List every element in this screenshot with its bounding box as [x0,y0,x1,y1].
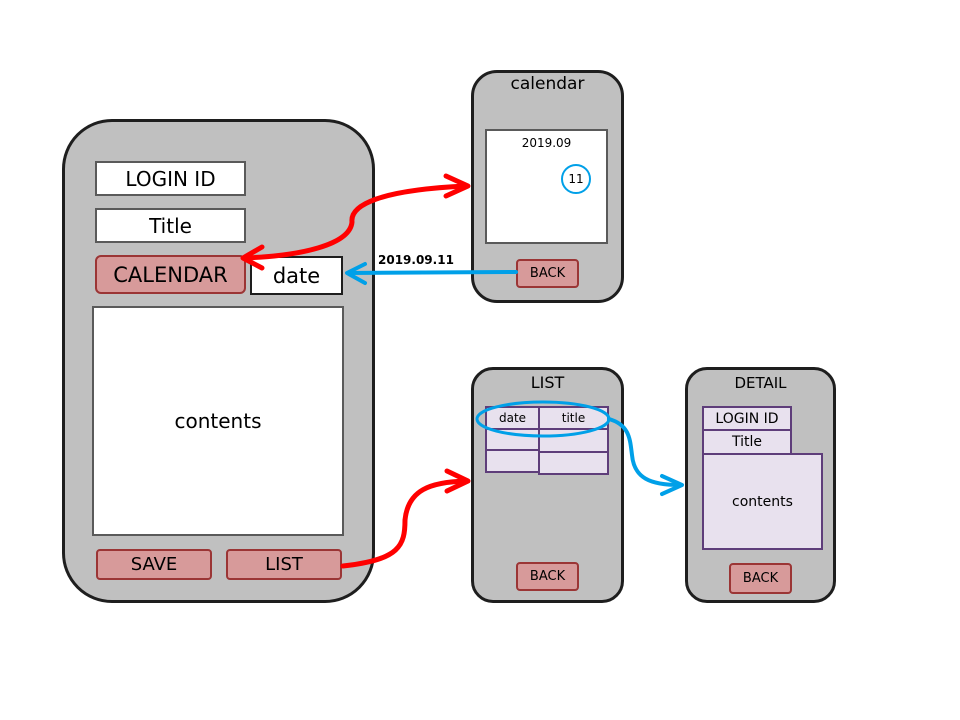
calendar-day-11[interactable]: 11 [561,164,591,194]
calendar-arrowhead-right [443,173,471,199]
contents-area[interactable]: contents [92,306,344,536]
list-row-highlight [475,400,611,438]
calendar-back-label: BACK [529,266,566,281]
list-row-title[interactable] [538,428,609,453]
date-return-arrowhead [345,262,367,285]
calendar-button[interactable]: CALENDAR [95,255,246,294]
list-header-title-label: title [561,411,586,425]
title-field[interactable]: Title [95,208,246,243]
calendar-month: 2019.09 [521,136,572,150]
detail-title-label: Title [731,434,762,450]
list-header-date-label: date [498,411,527,425]
login-id-label: LOGIN ID [125,166,216,191]
detail-login-id-label: LOGIN ID [715,410,779,427]
list-back-label: BACK [529,569,566,584]
list-row-date-2[interactable] [485,449,540,473]
calendar-arrow [241,183,469,261]
detail-back-button[interactable]: BACK [729,563,792,594]
date-transfer-label: 2019.09.11 [378,253,454,267]
calendar-day-label: 11 [568,172,584,186]
contents-label: contents [174,409,262,433]
detail-contents-area: contents [702,453,823,550]
calendar-screen-title: calendar [510,74,585,94]
calendar-arrowhead-left [240,244,265,271]
date-return-arrow [346,270,518,275]
detail-back-label: BACK [742,571,779,586]
calendar-widget[interactable]: 2019.09 [485,129,608,244]
list-screen-title: LIST [530,373,565,392]
detail-contents-label: contents [732,493,793,510]
save-button-label: SAVE [130,554,178,575]
detail-screen-title: DETAIL [734,374,787,392]
date-field[interactable]: date [250,256,343,295]
detail-arrowhead [660,474,684,496]
list-back-button[interactable]: BACK [516,562,579,591]
list-row-title-2[interactable] [538,451,609,475]
list-arrowhead [444,468,471,494]
login-id-field[interactable]: LOGIN ID [95,161,246,196]
calendar-back-button[interactable]: BACK [516,259,579,288]
save-button[interactable]: SAVE [96,549,212,580]
title-label: Title [149,213,192,238]
calendar-button-label: CALENDAR [113,262,228,287]
list-arrow [340,478,469,569]
list-button-label: LIST [265,554,303,575]
detail-arrow [607,417,682,487]
date-label: date [272,263,321,288]
